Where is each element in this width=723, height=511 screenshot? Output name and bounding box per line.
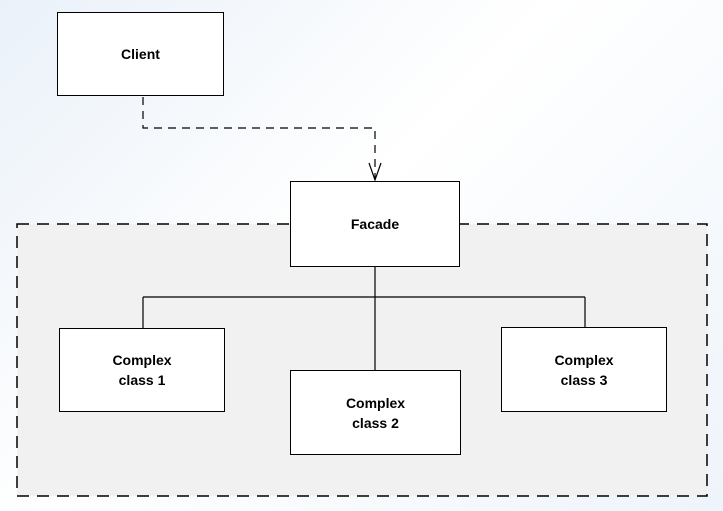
complex-class-1-label: Complex class 1 <box>112 352 172 388</box>
facade-label: Facade <box>350 216 400 232</box>
complex-class-2-label: Complex class 2 <box>345 394 406 431</box>
client-facade-dependency <box>142 97 376 178</box>
facade-node: Facade <box>290 181 460 267</box>
dependency-arrowhead <box>368 162 382 182</box>
complex-class-2-node: Complex class 2 <box>290 370 461 455</box>
client-node: Client <box>57 12 224 96</box>
complex-class-1-node: Complex class 1 <box>59 328 225 412</box>
complex-class-3-label: Complex class 3 <box>554 351 614 388</box>
complex-class-3-node: Complex class 3 <box>501 327 667 412</box>
client-label: Client <box>121 46 160 62</box>
